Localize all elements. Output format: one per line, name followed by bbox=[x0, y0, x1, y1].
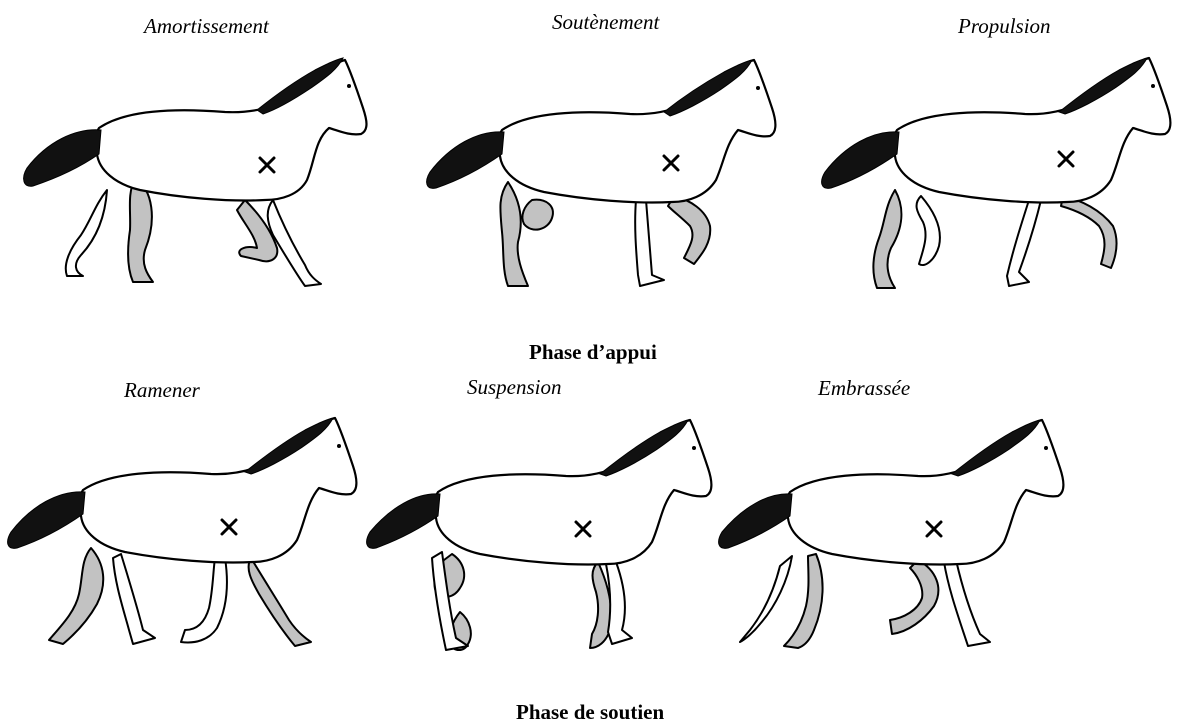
stride-label-suspension: Suspension bbox=[467, 375, 562, 400]
horse-drawing bbox=[8, 418, 357, 646]
fore-leg-far bbox=[1061, 196, 1117, 268]
fore-leg-near bbox=[1007, 200, 1041, 286]
horse-drawing bbox=[427, 60, 776, 286]
horse-body bbox=[435, 420, 712, 565]
hind-leg-near bbox=[49, 548, 103, 644]
horse-figure-soutenement bbox=[420, 50, 790, 300]
horse-tail bbox=[719, 494, 792, 548]
horse-eye bbox=[347, 84, 351, 88]
horse-eye bbox=[692, 446, 696, 450]
fore-leg-far bbox=[890, 560, 938, 634]
stride-label-soutenement: Soutènement bbox=[552, 10, 659, 35]
hind-leg-far bbox=[917, 196, 940, 265]
horse-figure-amortissement bbox=[15, 50, 385, 300]
stride-label-propulsion: Propulsion bbox=[958, 14, 1051, 39]
horse-eye bbox=[1044, 446, 1048, 450]
horse-drawing bbox=[24, 58, 367, 286]
horse-body bbox=[96, 60, 367, 201]
phase-title-soutien: Phase de soutien bbox=[516, 700, 664, 725]
horse-figure-embrassee bbox=[712, 410, 1072, 666]
hind-leg-far bbox=[66, 190, 107, 276]
horse-figure-ramener bbox=[5, 408, 365, 666]
horse-body bbox=[787, 420, 1064, 565]
fore-leg-near bbox=[635, 200, 664, 286]
phase-title-appui: Phase d’appui bbox=[529, 340, 657, 365]
horse-eye bbox=[1151, 84, 1155, 88]
horse-drawing bbox=[367, 420, 712, 650]
horse-eye bbox=[756, 86, 760, 90]
horse-tail bbox=[822, 132, 899, 188]
horse-tail bbox=[8, 492, 85, 548]
horse-figure-suspension bbox=[360, 412, 720, 666]
horse-tail bbox=[367, 494, 440, 548]
horse-tail bbox=[427, 132, 504, 188]
horse-body bbox=[499, 60, 776, 203]
stride-label-ramener: Ramener bbox=[124, 378, 200, 403]
horse-drawing bbox=[822, 58, 1171, 288]
hind-leg-far bbox=[740, 556, 792, 642]
horse-drawing bbox=[719, 420, 1064, 648]
horse-body bbox=[894, 58, 1171, 203]
fore-leg-far bbox=[668, 196, 710, 264]
hind-leg-near bbox=[873, 190, 901, 288]
horse-body bbox=[80, 418, 357, 563]
horse-eye bbox=[337, 444, 341, 448]
hind-leg-near bbox=[500, 182, 528, 286]
hind-leg-near bbox=[128, 178, 153, 282]
fore-leg-near bbox=[606, 562, 632, 644]
fore-leg-near bbox=[944, 560, 990, 646]
horse-tail bbox=[24, 130, 101, 186]
hind-leg-far bbox=[113, 554, 155, 644]
horse-figure-propulsion bbox=[815, 50, 1184, 300]
stride-label-embrassee: Embrassée bbox=[818, 376, 910, 401]
fore-leg-far bbox=[249, 558, 311, 646]
hind-leg-far bbox=[522, 200, 552, 230]
stride-label-amortissement: Amortissement bbox=[144, 14, 269, 39]
fore-leg-near bbox=[181, 558, 227, 642]
